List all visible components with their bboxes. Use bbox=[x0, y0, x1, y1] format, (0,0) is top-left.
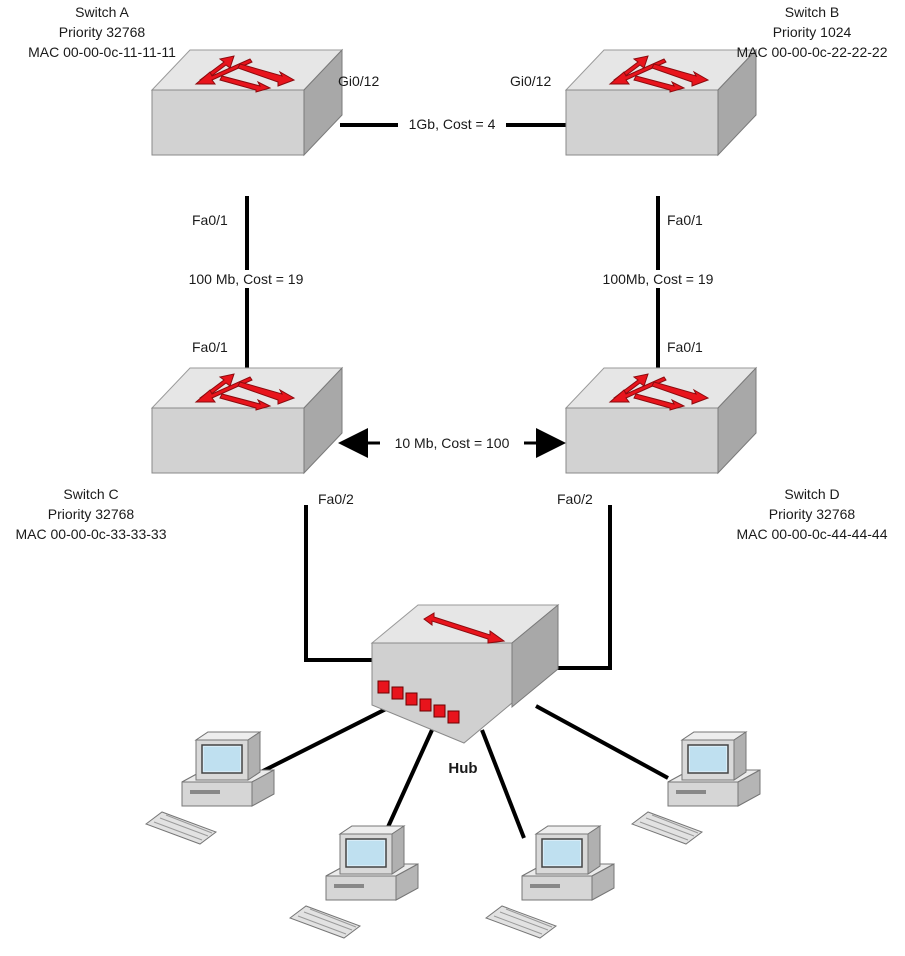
switch-d-mac: MAC 00-00-0c-44-44-44 bbox=[737, 526, 888, 542]
switch-c-mac: MAC 00-00-0c-33-33-33 bbox=[16, 526, 167, 542]
link-c-d-label: 10 Mb, Cost = 100 bbox=[395, 435, 510, 451]
pc-4 bbox=[631, 731, 761, 845]
link-hub-pc3 bbox=[480, 729, 526, 839]
switch-d-priority: Priority 32768 bbox=[769, 506, 856, 522]
port-d-fa01: Fa0/1 bbox=[667, 339, 703, 355]
link-a-b-label: 1Gb, Cost = 4 bbox=[409, 116, 496, 132]
port-d-fa02: Fa0/2 bbox=[557, 491, 593, 507]
switch-b bbox=[565, 49, 757, 156]
switch-a bbox=[151, 49, 343, 156]
switch-b-priority: Priority 1024 bbox=[773, 24, 852, 40]
pc-3 bbox=[485, 825, 615, 939]
switch-d-name: Switch D bbox=[784, 486, 839, 502]
pc-1 bbox=[145, 731, 275, 845]
switch-d bbox=[565, 367, 757, 474]
port-b-gi012: Gi0/12 bbox=[510, 73, 551, 89]
hub-device bbox=[370, 603, 560, 744]
hub-label: Hub bbox=[448, 760, 477, 777]
link-d-hub bbox=[556, 505, 612, 670]
switch-c-name: Switch C bbox=[63, 486, 118, 502]
link-b-d-label: 100Mb, Cost = 19 bbox=[603, 271, 714, 287]
link-hub-pc4 bbox=[535, 704, 669, 780]
port-b-fa01: Fa0/1 bbox=[667, 212, 703, 228]
switch-a-name: Switch A bbox=[75, 4, 129, 20]
port-c-fa01: Fa0/1 bbox=[192, 339, 228, 355]
switch-c bbox=[151, 367, 343, 474]
switch-b-mac: MAC 00-00-0c-22-22-22 bbox=[737, 44, 888, 60]
switch-a-mac: MAC 00-00-0c-11-11-11 bbox=[28, 44, 176, 60]
port-a-gi012: Gi0/12 bbox=[338, 73, 379, 89]
link-a-c-label: 100 Mb, Cost = 19 bbox=[189, 271, 304, 287]
switch-c-priority: Priority 32768 bbox=[48, 506, 135, 522]
pc-2 bbox=[289, 825, 419, 939]
port-c-fa02: Fa0/2 bbox=[318, 491, 354, 507]
switch-a-priority: Priority 32768 bbox=[59, 24, 146, 40]
link-hub-pc2 bbox=[381, 729, 434, 839]
link-hub-pc1 bbox=[254, 704, 393, 777]
switch-b-name: Switch B bbox=[785, 4, 839, 20]
port-a-fa01: Fa0/1 bbox=[192, 212, 228, 228]
link-c-hub bbox=[304, 505, 372, 662]
